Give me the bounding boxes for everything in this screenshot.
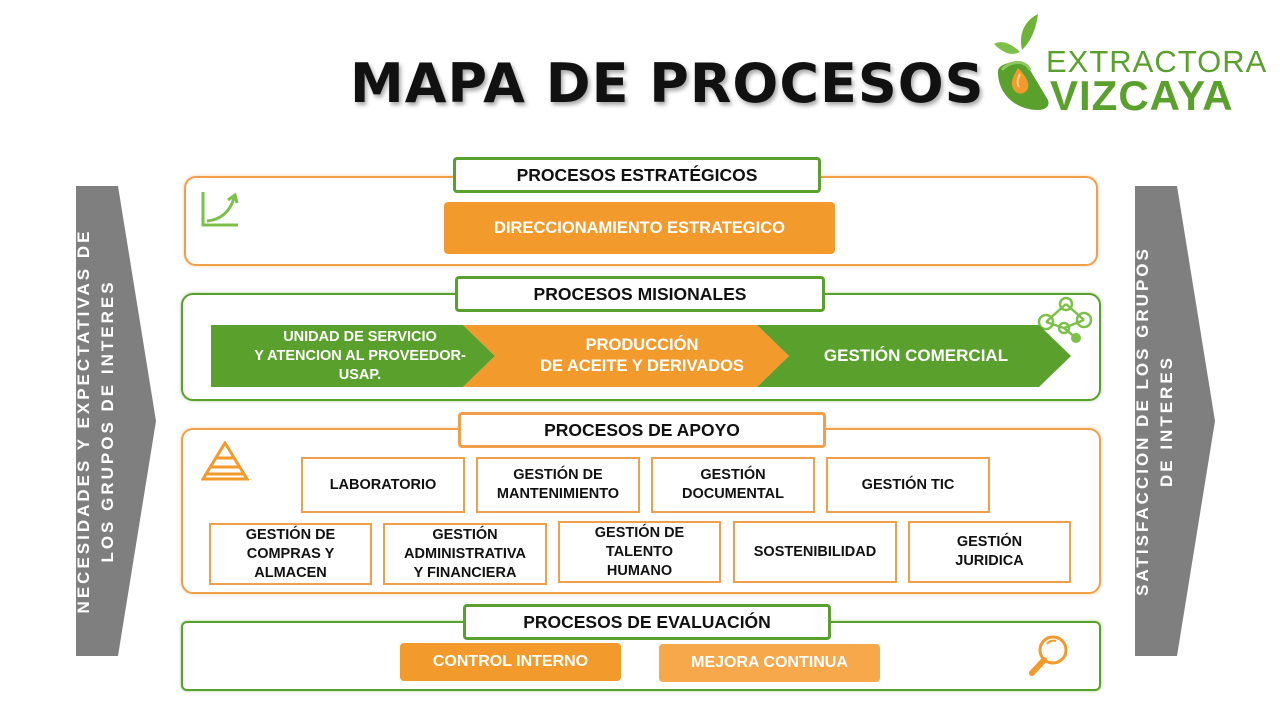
step-produccion: PRODUCCIÓN DE ACEITE Y DERIVADOS — [540, 336, 744, 375]
page-title: MAPA DE PROCESOS — [350, 52, 985, 115]
left-input-arrow: NECESIDADES Y EXPECTATIVAS DE LOS GRUPOS… — [74, 186, 156, 656]
pyramid-icon — [201, 441, 249, 481]
process-documental: GESTIÓN DOCUMENTAL — [651, 457, 815, 513]
process-control-interno: CONTROL INTERNO — [400, 643, 621, 681]
growth-chart-icon — [201, 192, 239, 227]
process-mejora-continua: MEJORA CONTINUA — [659, 644, 880, 682]
misionales-chevrons — [211, 325, 1071, 387]
right-arrow-line-1: SATISFACCIÓN DE LOS GRUPOS — [1133, 246, 1152, 596]
label-misionales: PROCESOS MISIONALES — [455, 276, 825, 312]
process-talento-humano: GESTIÓN DE TALENTO HUMANO — [558, 521, 721, 583]
logo-line-1: EXTRACTORA — [1046, 44, 1268, 79]
chevron-comercial — [757, 325, 1071, 387]
process-juridica: GESTIÓN JURIDICA — [908, 521, 1071, 583]
right-arrow-shape — [1135, 186, 1215, 656]
left-arrow-line-2: LOS GRUPOS DE INTERES — [98, 279, 117, 563]
process-tic: GESTIÓN TIC — [826, 457, 990, 513]
chevron-produccion — [463, 325, 789, 387]
leaf-hand-oil-drop-icon — [994, 14, 1049, 110]
label-estrategicos: PROCESOS ESTRATÉGICOS — [453, 157, 821, 193]
chevron-usap — [211, 325, 495, 387]
right-output-arrow: SATISFACCIÓN DE LOS GRUPOS DE INTERES — [1133, 186, 1215, 656]
process-compras: GESTIÓN DE COMPRAS Y ALMACEN — [209, 523, 372, 585]
left-arrow-line-1: NECESIDADES Y EXPECTATIVAS DE — [74, 228, 93, 614]
label-apoyo: PROCESOS DE APOYO — [458, 412, 826, 448]
process-mantenimiento: GESTIÓN DE MANTENIMIENTO — [476, 457, 640, 513]
label-evaluacion: PROCESOS DE EVALUACIÓN — [463, 604, 831, 640]
right-arrow-line-2: DE INTERES — [1157, 354, 1176, 488]
magnifier-icon — [1029, 635, 1068, 676]
molecule-network-icon — [1037, 296, 1093, 343]
step-usap: UNIDAD DE SERVICIO Y ATENCION AL PROVEED… — [254, 328, 466, 383]
process-sostenibilidad: SOSTENIBILIDAD — [733, 521, 897, 583]
left-arrow-shape — [76, 186, 156, 656]
logo-line-2: VIZCAYA — [1050, 72, 1234, 119]
process-laboratorio: LABORATORIO — [301, 457, 465, 513]
step-comercial: GESTIÓN COMERCIAL — [823, 346, 1009, 365]
process-direccionamiento: DIRECCIONAMIENTO ESTRATEGICO — [444, 202, 835, 254]
process-administrativa: GESTIÓN ADMINISTRATIVA Y FINANCIERA — [383, 523, 547, 585]
